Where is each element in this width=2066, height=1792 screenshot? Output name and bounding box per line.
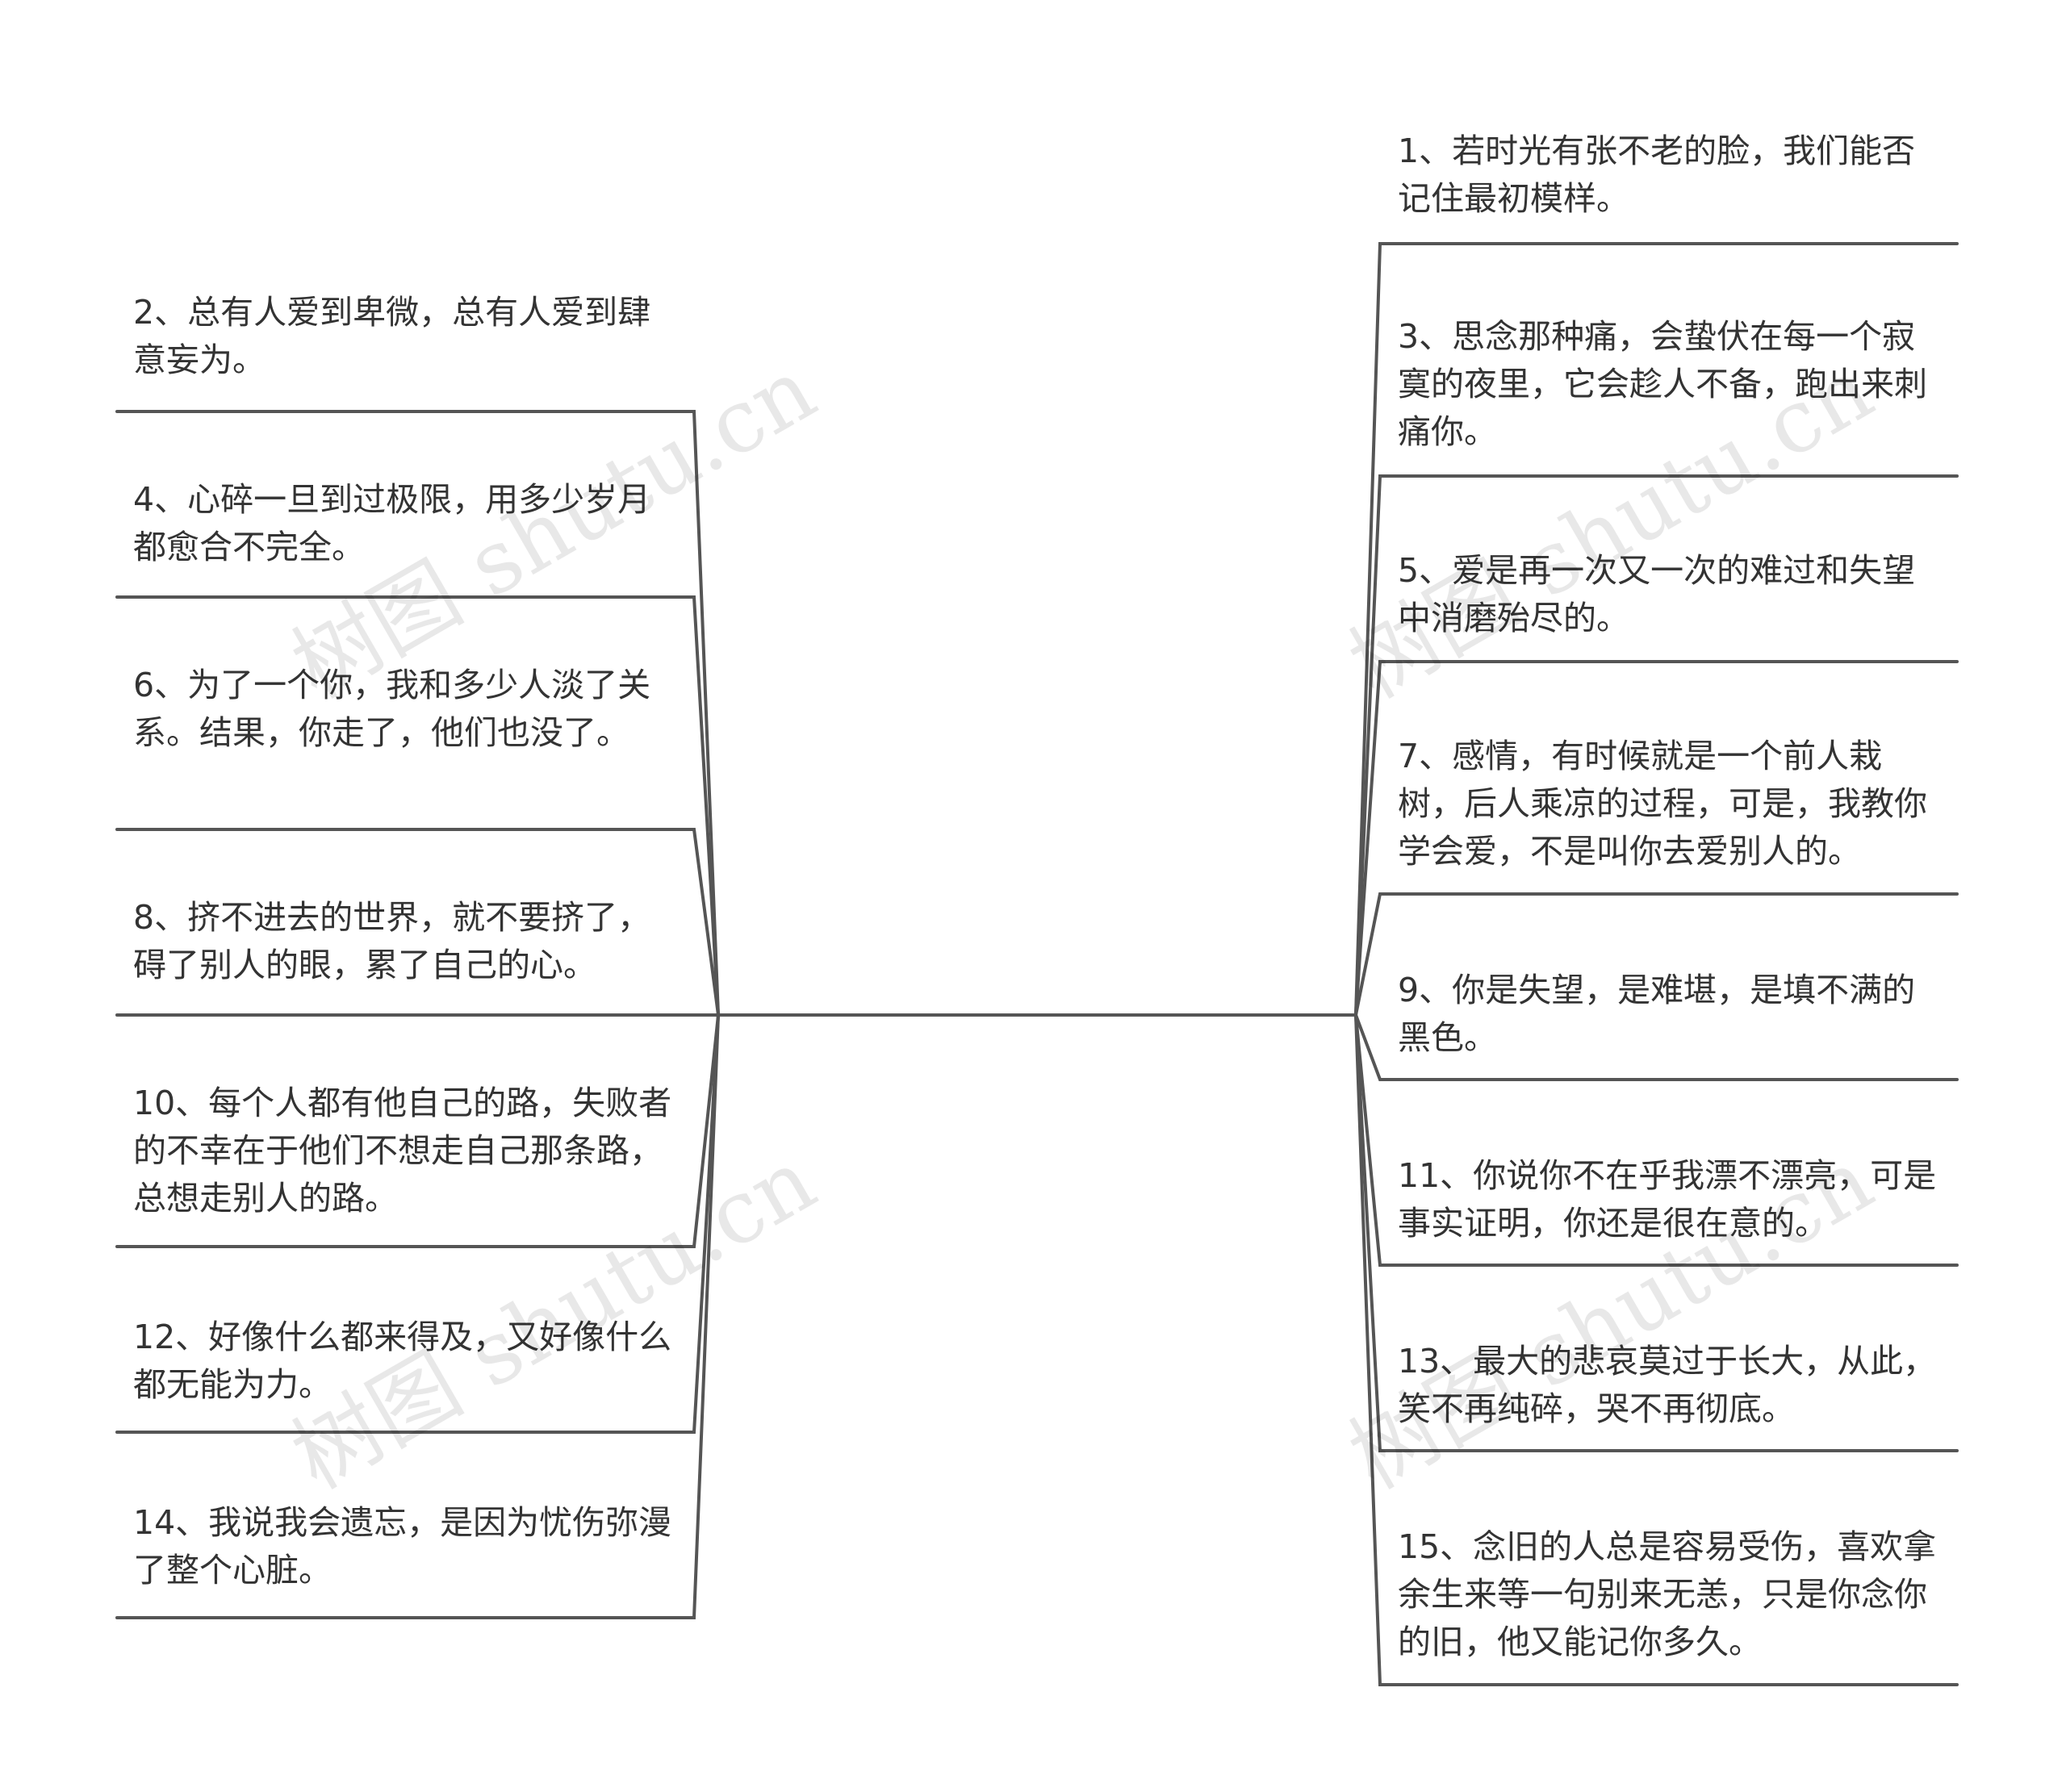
left-branch-2: [115, 595, 720, 1017]
right-node-4: 7、感情，有时候就是一个前人栽树，后人乘凉的过程，可是，我教你学会爱，不是叫你去…: [1398, 737, 1927, 871]
right-node-8: 15、念旧的人总是容易受伤，喜欢拿余生来等一句别来无恙，只是你念你的旧，他又能记…: [1398, 1527, 1937, 1661]
left-branch-3: [115, 828, 720, 1017]
left-branch-7: [115, 1013, 720, 1619]
left-branch-6: [115, 1013, 720, 1434]
left-node-1: 2、总有人爱到卑微，总有人爱到肆意妄为。: [133, 293, 651, 379]
right-branch-7: [1354, 1013, 1959, 1452]
right-node-3: 5、爱是再一次又一次的难过和失望中消磨殆尽的。: [1398, 551, 1916, 637]
right-node-7: 13、最大的悲哀莫过于长大，从此，笑不再纯碎，哭不再彻底。: [1398, 1342, 1937, 1428]
right-node-1: 1、若时光有张不老的脸，我们能否记住最初模样。: [1398, 132, 1916, 218]
left-node-2: 4、心碎一旦到过极限，用多少岁月都愈合不完全。: [133, 480, 651, 566]
right-node-6: 11、你说你不在乎我漂不漂亮，可是事实证明，你还是很在意的。: [1398, 1156, 1937, 1243]
right-node-2: 3、思念那种痛，会蛰伏在每一个寂寞的夜里，它会趁人不备，跑出来刺痛你。: [1398, 317, 1927, 451]
left-branch-1: [115, 410, 720, 1017]
right-branch-6: [1354, 1013, 1959, 1267]
right-branch-4: [1354, 892, 1959, 1017]
left-node-5: 10、每个人都有他自己的路，失败者的不幸在于他们不想走自己那条路，总想走别人的路…: [133, 1084, 672, 1218]
right-node-5: 9、你是失望，是难堪，是填不满的黑色。: [1398, 971, 1916, 1057]
right-branch-1: [1354, 242, 1959, 1017]
left-node-3: 6、为了一个你，我和多少人淡了关系。结果，你走了，他们也没了。: [133, 666, 651, 752]
left-node-6: 12、好像什么都来得及，又好像什么都无能为力。: [133, 1318, 672, 1404]
right-branch-5: [1354, 1013, 1959, 1081]
right-branch-2: [1354, 474, 1959, 1017]
right-branch-3: [1354, 660, 1959, 1017]
left-node-7: 14、我说我会遗忘，是因为忧伤弥漫了整个心脏。: [133, 1503, 672, 1589]
right-branch-8: [1354, 1013, 1959, 1686]
left-branch-5: [115, 1013, 720, 1248]
left-node-4: 8、挤不进去的世界，就不要挤了，碍了别人的眼，累了自己的心。: [133, 898, 651, 984]
